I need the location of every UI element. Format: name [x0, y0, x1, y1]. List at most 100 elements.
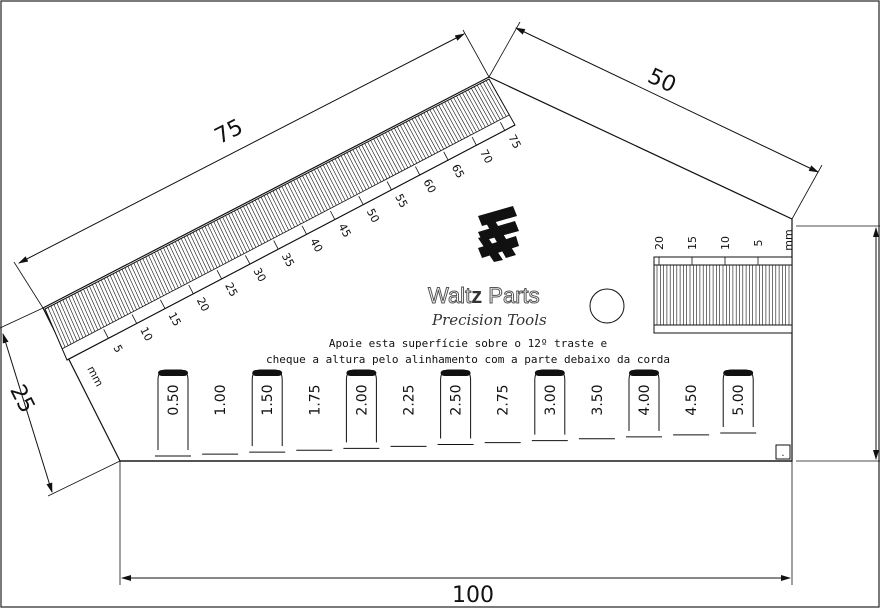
- gauge-label: 4.00: [637, 384, 653, 415]
- gauge-slot-cap: [252, 370, 283, 376]
- left-hatch-line: [103, 278, 123, 318]
- gauge-step: 1.50: [249, 369, 286, 453]
- left-hatch-line: [53, 304, 72, 345]
- left-hatch-line: [476, 84, 498, 122]
- dim-75-ext-b: [462, 29, 490, 78]
- dim-75-line: [18, 33, 465, 264]
- left-hatch-line: [86, 287, 105, 328]
- left-hatch-line: [100, 279, 120, 320]
- left-hatch-line: [488, 78, 510, 116]
- left-major-tick: [216, 270, 223, 280]
- left-major-tick: [471, 136, 478, 146]
- left-scale-label: 30: [251, 266, 269, 284]
- gauge-slot-cap: [534, 370, 565, 376]
- left-hatch-line: [89, 285, 108, 326]
- gauge-label: 2.25: [402, 384, 418, 415]
- gauge-step: 1.75: [296, 384, 333, 451]
- right-scale-label: 20: [653, 236, 666, 250]
- dim-100-label: 100: [452, 583, 494, 608]
- left-hatch-line: [106, 276, 126, 317]
- left-scale-label: 25: [222, 280, 240, 298]
- dim-25-ext-b: [47, 460, 121, 497]
- left-major-tick: [188, 284, 194, 294]
- gauge-slot-cap: [346, 370, 377, 376]
- gauge-label: 1.75: [307, 384, 323, 415]
- right-scale-label: 10: [719, 236, 732, 250]
- dim-25-label: 25: [4, 381, 39, 417]
- left-hatch-line: [468, 89, 489, 126]
- gauge-label: 1.00: [213, 384, 229, 415]
- gauge-label: 3.00: [543, 384, 559, 415]
- gauge-label: 0.50: [166, 384, 182, 415]
- left-hatch-line: [479, 83, 501, 120]
- left-hatch-line: [77, 292, 96, 332]
- left-hatch-line: [44, 308, 63, 349]
- gauge-step: 2.00: [343, 369, 380, 449]
- gauge-step: 4.00: [626, 369, 662, 438]
- left-hatch-line: [465, 91, 486, 128]
- left-hatch-line: [83, 288, 102, 329]
- left-hatch-line: [121, 269, 140, 309]
- gauge-step: 2.25: [390, 384, 427, 447]
- gauge-label: 3.50: [590, 384, 606, 415]
- left-hatch-line: [142, 258, 161, 298]
- left-scale-label: 20: [194, 295, 212, 313]
- left-hatch-line: [118, 270, 137, 310]
- dim-75-label: 75: [211, 115, 247, 150]
- gauge-slot-cap: [629, 370, 659, 376]
- right-scale-unit: mm: [782, 229, 795, 250]
- right-scale: [653, 256, 793, 334]
- gauge-step: 3.50: [578, 384, 615, 440]
- left-major-tick: [103, 329, 109, 339]
- left-hatch-line: [109, 275, 129, 315]
- left-hatch-line: [62, 299, 81, 340]
- brand-logo-icon: [478, 206, 519, 262]
- left-hatch-line: [59, 301, 78, 342]
- left-hatch-line: [112, 273, 131, 314]
- left-hatch-line: [65, 298, 84, 338]
- left-scale-label: 10: [137, 325, 155, 343]
- left-hatch-line: [130, 264, 149, 304]
- left-hatch-line: [124, 267, 143, 307]
- gauge-step: 5.00: [720, 369, 757, 434]
- dim-25-ext-a: [0, 307, 44, 329]
- left-hatch-line: [485, 80, 507, 117]
- left-hatch-line: [95, 282, 114, 323]
- brand-tagline: Precision Tools: [431, 311, 547, 329]
- left-hatch-line: [92, 284, 111, 324]
- right-scale-label: 5: [752, 240, 765, 247]
- gauge-step: 2.50: [437, 369, 474, 445]
- right-scale-labels: 20 15 10 5 mm: [653, 229, 795, 265]
- left-hatch-line: [482, 81, 504, 119]
- gauge-slot-cap: [440, 370, 471, 376]
- left-hatch-line: [115, 272, 134, 312]
- left-hatch-line: [473, 86, 495, 123]
- corner-mark-box: [775, 444, 791, 460]
- dim-75-ext-a: [13, 261, 44, 309]
- gauge-label: 5.00: [731, 384, 747, 415]
- left-hatch-line: [71, 295, 90, 335]
- dim-50-label: 50: [644, 64, 680, 98]
- dim-50-ext-a: [488, 21, 521, 78]
- left-major-tick: [131, 314, 138, 324]
- left-hatch-line: [139, 259, 158, 300]
- brand-name: Waltz Parts: [428, 283, 540, 308]
- dim-25-line: [2, 333, 53, 493]
- gauge-slot-cap: [723, 370, 754, 376]
- left-scale-label: 70: [477, 147, 495, 165]
- dim-50-ext-b: [791, 164, 823, 220]
- left-hatch-line: [136, 261, 155, 301]
- hanging-hole: [589, 288, 625, 324]
- left-hatch-line: [80, 290, 99, 331]
- gauge-label: 4.50: [684, 384, 700, 415]
- gauge-label: 2.50: [449, 384, 465, 415]
- left-hatch-line: [56, 302, 75, 343]
- left-hatch-line: [98, 281, 117, 321]
- gauge-label: 1.50: [260, 384, 276, 415]
- right-scale-label: 15: [686, 236, 699, 250]
- gauge-step: 3.00: [531, 369, 568, 442]
- gauge-step: 0.50: [155, 369, 191, 457]
- left-hatch-line: [68, 296, 87, 337]
